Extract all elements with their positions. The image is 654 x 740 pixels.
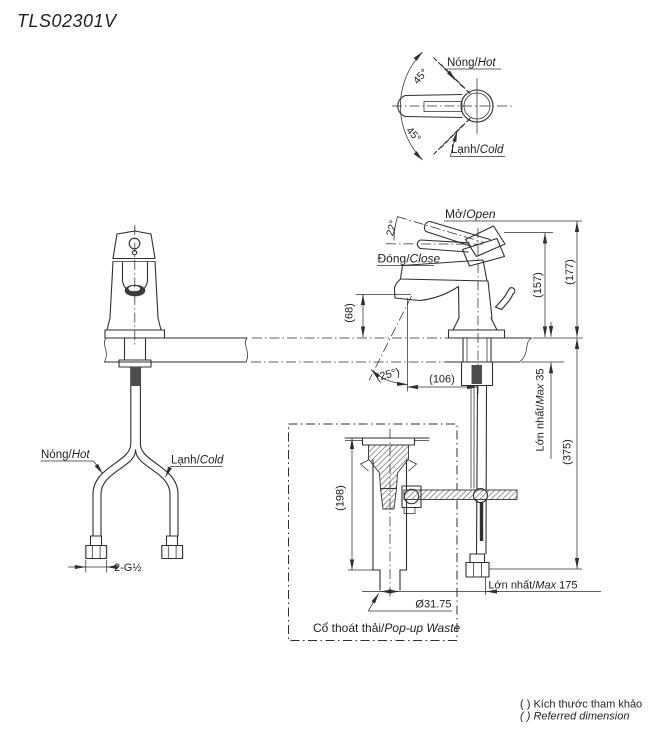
thread-size-dim: 2-G½: [114, 562, 142, 574]
lower-rotation-angle: 45°: [403, 125, 423, 145]
popup-waste-detail: (198) Ø31.75 Cổ thoát thải/Pop-up Waste: [288, 423, 601, 641]
popup-height-dim: (198): [335, 485, 347, 511]
hose-drop-dim: (375): [562, 439, 574, 465]
handle-rotation-linework: [392, 51, 512, 161]
top-cold-label: Lạnh/Cold: [451, 144, 504, 156]
max-counter-thickness-dim: Lớn nhất/Max 35: [535, 368, 547, 451]
popup-waste-label: Cổ thoát thải/Pop-up Waste: [313, 621, 461, 635]
side-view-handle: [385, 216, 506, 267]
upper-rotation-angle: 45°: [411, 67, 431, 87]
height-closed-dim: (157): [532, 272, 544, 298]
close-label: Đóng/Close: [378, 252, 441, 266]
front-view-faucet: Nóng/Hot Lạnh/Cold 2-G½: [40, 225, 224, 574]
footnote-english: ( ) Referred dimension: [520, 711, 629, 723]
side-view-body-spout: [393, 228, 516, 394]
open-label: Mở/Open: [445, 207, 496, 221]
footnote-vietnamese: ( ) Kích thước tham khảo: [520, 699, 642, 711]
side-view-faucet: [385, 216, 516, 578]
popup-diameter-dim: Ø31.75: [415, 599, 451, 611]
counter-section-lines: [103, 337, 533, 363]
spray-angle-dim: (25°): [375, 366, 401, 384]
side-view-dimensions: Mở/Open Đóng/Close 22° (157) (177) (375)…: [344, 207, 583, 595]
max-hose-reach-dim: Lớn nhất/Max 175: [488, 580, 577, 592]
front-view-body: [104, 225, 166, 346]
front-hot-label: Nóng/Hot: [41, 449, 90, 461]
open-angle-dim: 22°: [384, 219, 400, 237]
popup-waste-dimensions: [348, 438, 601, 612]
side-view-undercounter: [460, 337, 494, 578]
top-hot-label: Nóng/Hot: [447, 57, 496, 69]
front-view-dimensions: [40, 460, 223, 573]
top-view-handle-rotation: 45° 45° Nóng/Hot Lạnh/Cold: [392, 51, 512, 161]
spout-height-dim: (68): [344, 303, 356, 323]
height-open-dim: (177): [564, 259, 576, 285]
front-cold-label: Lạnh/Cold: [171, 455, 224, 467]
popup-waste-linework: [344, 429, 518, 600]
footnotes: ( ) Kích thước tham khảo ( ) Referred di…: [520, 699, 642, 723]
page-title: TLS02301V: [17, 11, 118, 31]
front-view-hoses: [85, 337, 184, 560]
spout-reach-dim: (106): [429, 374, 455, 386]
